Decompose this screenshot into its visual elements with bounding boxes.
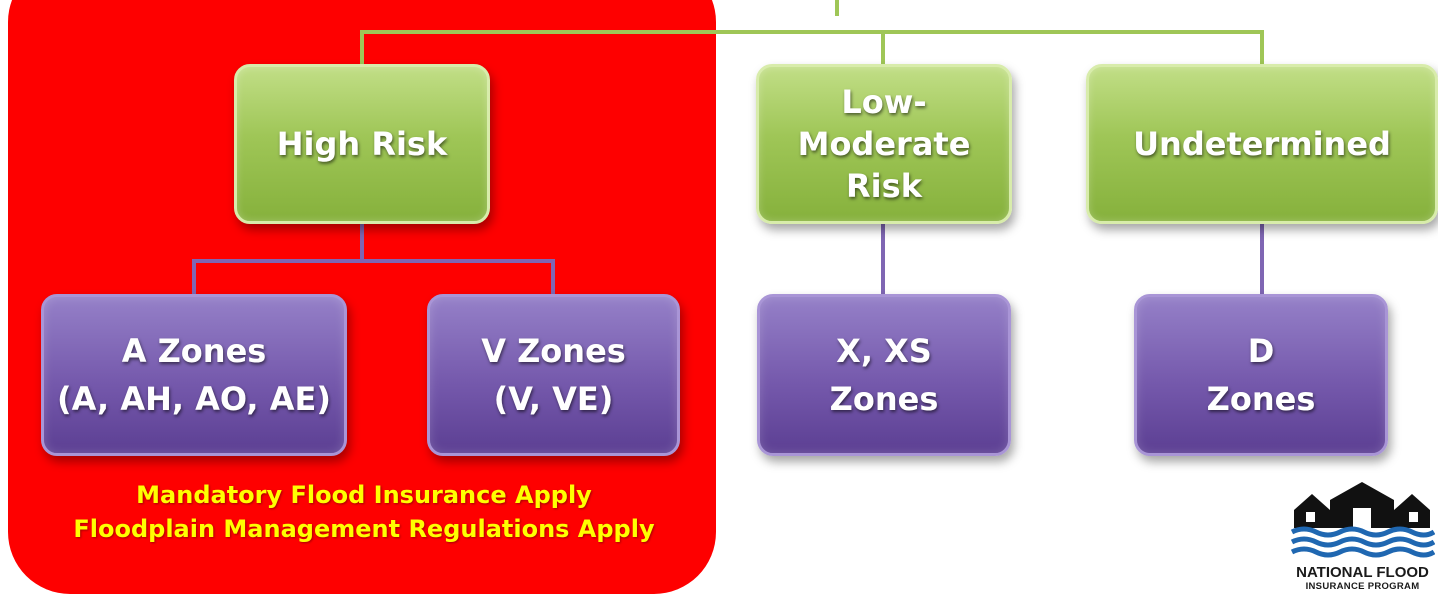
d-zones-title: D [1247,332,1275,370]
a-zones-box: A Zones (A, AH, AO, AE) [41,294,347,456]
x-xs-zones-subtitle: Zones [829,380,939,418]
high-risk-notes: Mandatory Flood Insurance Apply Floodpla… [12,478,716,546]
high-risk-box: High Risk [234,64,490,224]
v-zones-title: V Zones [481,332,626,370]
low-moderate-risk-box: Low- Moderate Risk [756,64,1012,224]
undetermined-box: Undetermined [1086,64,1438,224]
x-xs-zones-box: X, XS Zones [757,294,1011,456]
logo-text-line2: INSURANCE PROGRAM [1305,581,1420,592]
low-moderate-risk-label-line1: Low- [841,83,927,121]
note-floodplain-regulations: Floodplain Management Regulations Apply [73,515,655,543]
houses-over-waves-icon [1290,482,1435,558]
d-zones-subtitle: Zones [1206,380,1316,418]
logo-text-line1: NATIONAL FLOOD [1296,564,1429,581]
note-mandatory-insurance: Mandatory Flood Insurance Apply [136,481,592,509]
a-zones-title: A Zones [121,332,267,370]
low-moderate-risk-label-line2: Moderate [797,125,971,163]
high-risk-label: High Risk [276,125,448,163]
x-xs-zones-title: X, XS [836,332,932,370]
v-zones-subtitle: (V, VE) [493,380,614,418]
d-zones-box: D Zones [1134,294,1388,456]
a-zones-subtitle: (A, AH, AO, AE) [57,380,331,418]
nfip-logo: NATIONAL FLOOD INSURANCE PROGRAM [1290,480,1435,596]
undetermined-label: Undetermined [1133,125,1391,163]
low-moderate-risk-label-line3: Risk [846,167,922,205]
v-zones-box: V Zones (V, VE) [427,294,680,456]
